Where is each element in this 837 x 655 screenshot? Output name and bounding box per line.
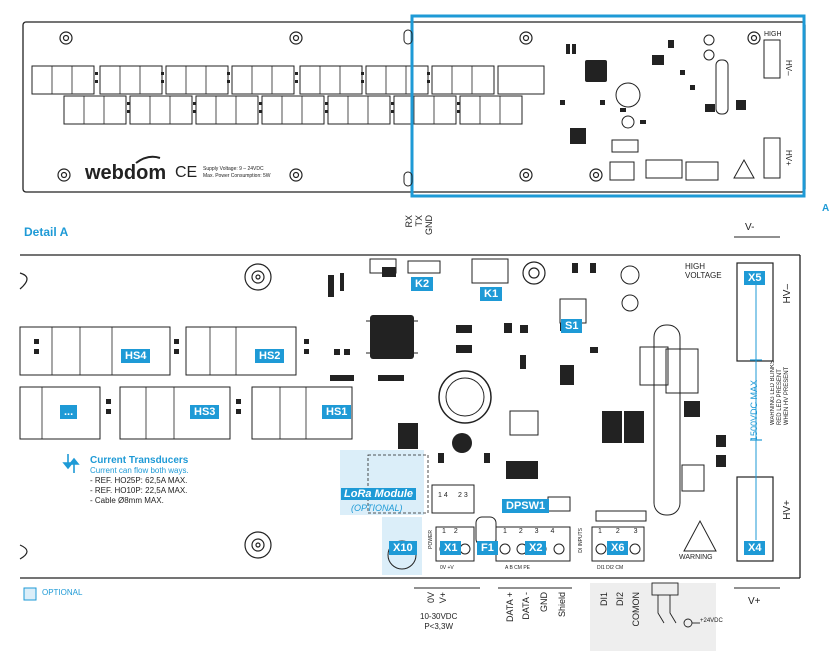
x1-spec: 10-30VDC P<3,3W (420, 612, 458, 631)
ce-mark: CE (175, 164, 198, 181)
x6-supply: +24VDC (700, 618, 723, 624)
hs3-tag: HS3 (190, 405, 220, 419)
x2-bottom-data-plus: DATA + (505, 592, 515, 622)
lora-subtitle: (OPTIONAL) (351, 503, 403, 513)
x2-tag: X2 (525, 541, 547, 555)
max-voltage-label: 1500VDC MAX (749, 380, 759, 442)
x1-tag: X1 (440, 541, 462, 555)
jumper-right: 2 3 (458, 492, 468, 499)
v-minus-label: V- (745, 222, 755, 233)
hs1-tag: HS1 (322, 405, 352, 419)
k2-tag: K2 (411, 277, 434, 291)
x1-pins: 1 2 (442, 528, 461, 535)
overview-hv-plus: HV+ (784, 150, 793, 166)
x6-bottom-comon: COMON (631, 592, 641, 627)
supply-spec: Supply Voltage: 9 – 24VDC Max. Power Con… (203, 166, 271, 179)
x1-terminal-labels: 0V +V (440, 565, 454, 571)
lora-title: LoRa Module (341, 488, 417, 500)
x6-pins: 1 2 3 (598, 528, 644, 535)
optional-legend: OPTIONAL (42, 588, 83, 597)
overview-board: HIGH HV– HV+ (22, 14, 806, 198)
brand-logo: webdom (85, 162, 167, 184)
x6-terminal-labels: DI1 DI2 CM (597, 565, 624, 571)
k1-tag: K1 (480, 287, 503, 301)
overview-hv-minus: HV– (784, 60, 793, 76)
hs4-tag: HS4 (121, 349, 151, 363)
x1-bottom-vplus: V+ (438, 592, 448, 604)
f1-tag: F1 (477, 541, 498, 555)
x2-terminal-labels: A B CM PE (505, 565, 531, 571)
dpsw1-tag: DPSW1 (502, 499, 550, 513)
x4-tag: X4 (744, 541, 766, 555)
transducers-title: Current Transducers (90, 455, 189, 466)
hv-plus-label: HV+ (782, 500, 793, 520)
x6-tag: X6 (607, 541, 629, 555)
transducer-ref-1: - REF. HO25P: 62,5A MAX. (90, 476, 188, 485)
x10-tag: X10 (389, 541, 417, 555)
callout-a: A (822, 203, 830, 214)
gnd-label: GND (424, 215, 434, 235)
vplus-bottom: V+ (748, 596, 761, 607)
s1-tag: S1 (561, 319, 583, 333)
tx-label: TX (414, 215, 424, 227)
x2-bottom-data-minus: DATA - (521, 592, 531, 620)
svg-text:HIGH: HIGH (764, 31, 782, 38)
transducers-note: Current Transducers Current can flow bot… (90, 456, 189, 506)
x1-bottom-0v: 0V (426, 592, 436, 604)
x2-bottom-gnd: GND (539, 592, 549, 612)
warning-label: WARNING (679, 554, 713, 561)
detail-board (19, 236, 801, 651)
hs2-tag: HS2 (255, 349, 285, 363)
x2-pins: 1 2 3 4 (503, 528, 560, 535)
transducer-cable: - Cable Ø8mm MAX. (90, 496, 164, 505)
x6-bottom-di1: DI1 (599, 592, 609, 607)
hv-minus-label: HV– (782, 284, 793, 304)
x2-bottom-shield: Shield (557, 592, 567, 618)
x5-tag: X5 (744, 271, 766, 285)
detail-title: Detail A (24, 225, 69, 239)
rx-label: RX (404, 215, 414, 228)
high-voltage-label: HIGH VOLTAGE (685, 262, 722, 280)
transducers-subtitle: Current can flow both ways. (90, 466, 189, 475)
x6-bottom-di2: DI2 (615, 592, 625, 607)
di-inputs-label: DI INPUTS (578, 528, 584, 553)
led-note: WARNING LED BLINKS RED LED PRESENT WHEN … (770, 360, 790, 426)
more-tag: ... (60, 405, 78, 419)
transducer-ref-2: - REF. HO10P: 22,5A MAX. (90, 486, 188, 495)
power-label: POWER (428, 530, 434, 549)
jumper-left: 1 4 (438, 492, 448, 499)
